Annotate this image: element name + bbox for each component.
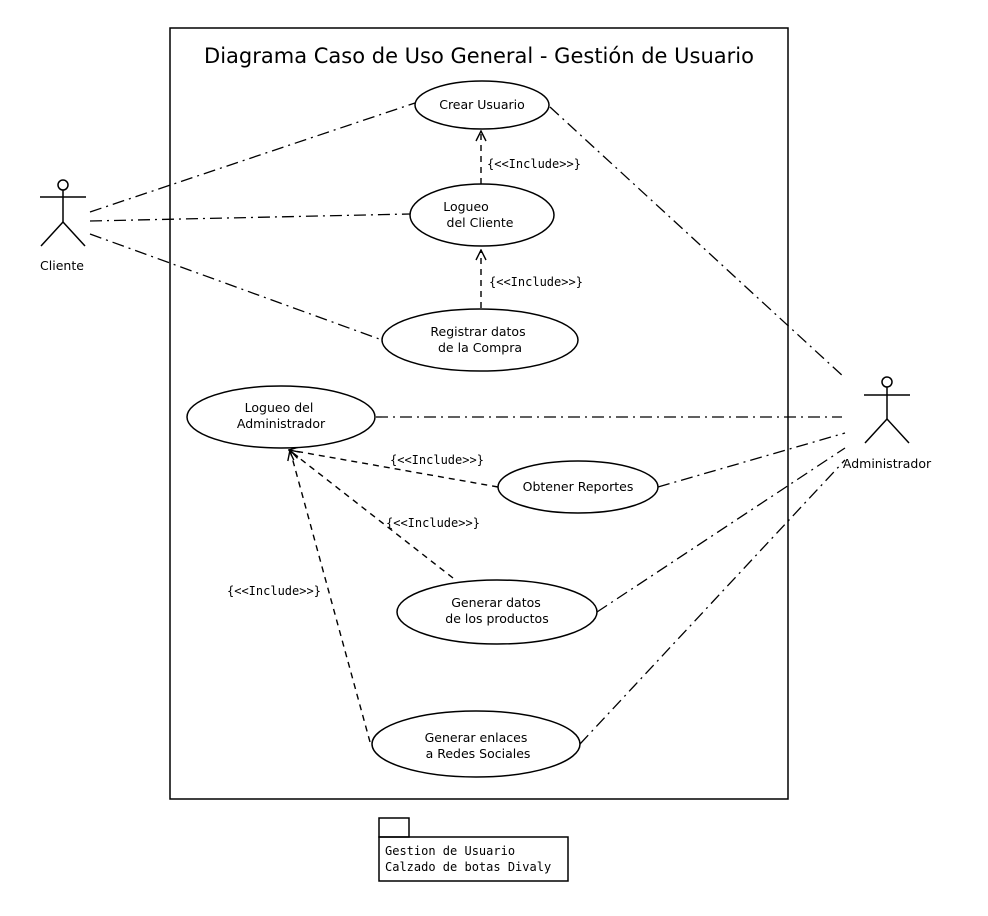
use-case-label-line2: de la Compra bbox=[438, 340, 522, 355]
system-boundary bbox=[169, 27, 789, 800]
use-case-generar-productos: Generar datos de los productos bbox=[396, 579, 598, 645]
stick-figure-icon bbox=[864, 376, 910, 444]
include-label-4: {<<Include>>} bbox=[386, 516, 480, 530]
include-reportes-to-logueo-admin bbox=[289, 450, 499, 488]
actor-label: Administrador bbox=[843, 456, 932, 471]
include-productos-to-logueo-admin bbox=[289, 450, 454, 579]
include-label-3: {<<Include>>} bbox=[390, 453, 484, 467]
package: Gestion de Usuario Calzado de botas Diva… bbox=[378, 817, 569, 882]
assoc-admin-crear-usuario bbox=[549, 106, 846, 379]
use-case-crear-usuario: Crear Usuario bbox=[414, 80, 550, 130]
package-line1: Gestion de Usuario bbox=[385, 844, 515, 858]
assoc-admin-generar-enlaces bbox=[579, 459, 846, 745]
use-case-registrar-compra: Registrar datos de la Compra bbox=[381, 308, 579, 372]
assoc-cliente-registrar-compra bbox=[89, 233, 383, 341]
package-body bbox=[378, 836, 569, 882]
use-case-label-line2: de los productos bbox=[445, 611, 548, 626]
use-case-label-line2: Administrador bbox=[237, 416, 326, 431]
include-label-1: {<<Include>>} bbox=[487, 157, 581, 171]
use-case-label-line1: Logueo del bbox=[245, 400, 314, 415]
assoc-admin-generar-productos bbox=[596, 447, 846, 613]
cliente-associations bbox=[89, 102, 416, 341]
include-dependencies bbox=[289, 131, 499, 743]
package-tab bbox=[378, 817, 410, 838]
diagram-title: Diagrama Caso de Uso General - Gestión d… bbox=[204, 44, 754, 68]
use-case-label: Crear Usuario bbox=[439, 97, 525, 112]
package-line2: Calzado de botas Divaly bbox=[385, 860, 551, 874]
include-label-5: {<<Include>>} bbox=[227, 584, 321, 598]
actor-cliente: Cliente bbox=[40, 179, 86, 273]
assoc-cliente-crear-usuario bbox=[89, 102, 416, 213]
actor-label: Cliente bbox=[40, 258, 84, 273]
assoc-cliente-logueo-cliente bbox=[89, 213, 411, 222]
use-case-label-line1: Generar enlaces bbox=[425, 730, 528, 745]
use-case-label: Obtener Reportes bbox=[523, 479, 634, 494]
stick-figure-icon bbox=[40, 179, 86, 247]
use-case-label-line1: Generar datos bbox=[451, 595, 541, 610]
use-case-logueo-cliente: Logueo del Cliente bbox=[409, 183, 555, 247]
use-case-label-line1: Registrar datos bbox=[430, 324, 525, 339]
use-case-obtener-reportes: Obtener Reportes bbox=[497, 460, 659, 514]
actor-administrador: Administrador bbox=[843, 376, 932, 471]
admin-associations bbox=[376, 106, 846, 745]
use-case-label-line2: a Redes Sociales bbox=[426, 746, 531, 761]
use-case-label-line1: Logueo bbox=[443, 199, 489, 214]
assoc-admin-obtener-reportes bbox=[657, 432, 846, 488]
use-case-label-line2: del Cliente bbox=[447, 215, 514, 230]
include-label-2: {<<Include>>} bbox=[489, 275, 583, 289]
use-case-generar-enlaces: Generar enlaces a Redes Sociales bbox=[371, 710, 581, 778]
use-case-logueo-administrador: Logueo del Administrador bbox=[186, 385, 376, 449]
